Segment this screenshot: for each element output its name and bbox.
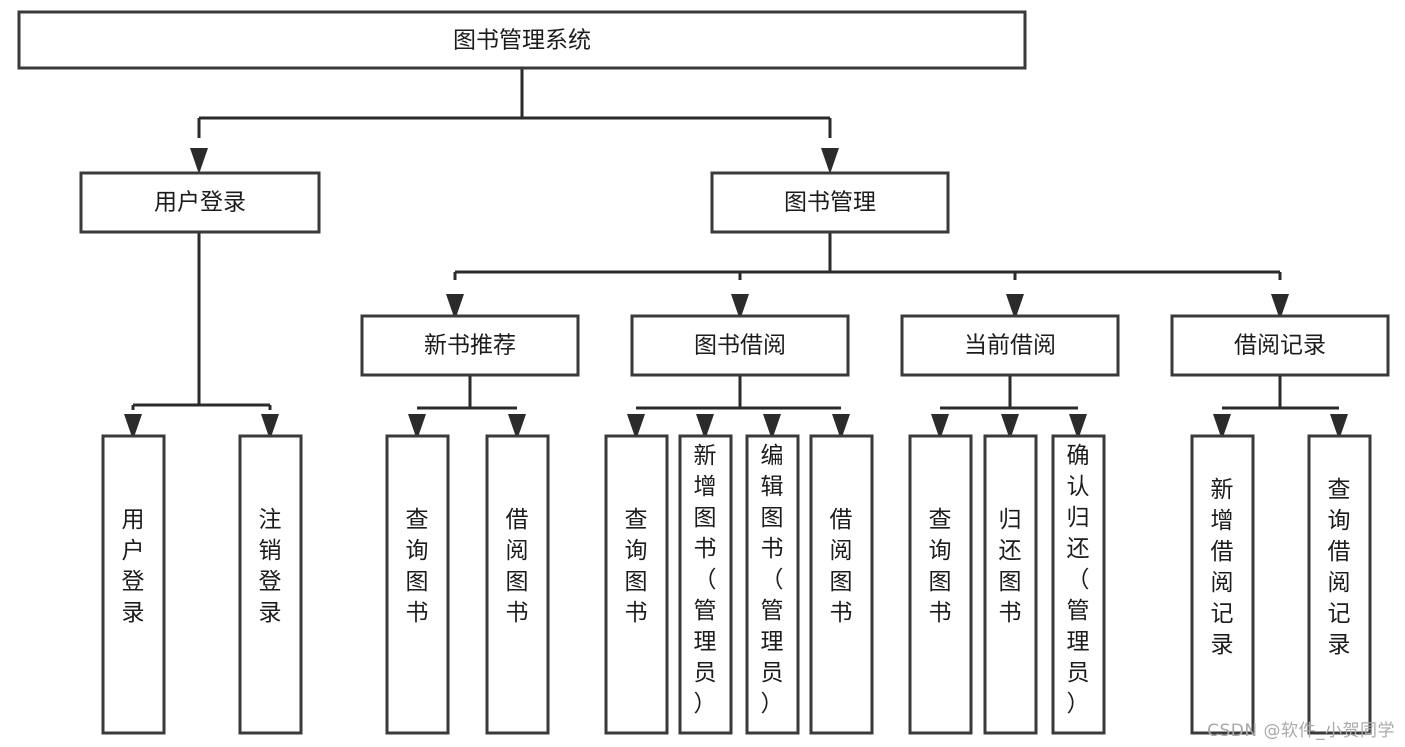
node-new-book-recommend-box[interactable]	[360, 314, 580, 377]
leaf-box[interactable]	[385, 434, 450, 735]
leaf-borrow-book-4[interactable]: 借阅图书	[809, 434, 874, 735]
connector-group-current-borrow	[931, 375, 1087, 440]
leaf-user-login-1[interactable]: 用户登录	[101, 434, 166, 735]
node-root-label: 图书管理系统	[453, 28, 591, 54]
leaf-current-borrow-2[interactable]: 归还图书	[983, 434, 1038, 735]
node-book-management-label: 图书管理	[784, 190, 876, 216]
connector-group-root	[190, 68, 839, 174]
leaf-box[interactable]	[908, 434, 973, 735]
node-user-login[interactable]: 用户登录	[79, 171, 321, 234]
leaf-borrow-book-1[interactable]: 查询图书	[604, 434, 669, 735]
leaf-label: 归还图书	[999, 507, 1022, 626]
leaf-label: 查询图书	[625, 507, 648, 626]
arrow-icon	[190, 148, 208, 174]
node-book-borrow-label: 图书借阅	[694, 333, 786, 359]
leaf-label: 新增图书（管理员）	[694, 443, 717, 717]
leaf-box[interactable]	[238, 434, 303, 735]
leaf-label: 查询图书	[406, 507, 429, 626]
leaf-borrow-book-2[interactable]: 新增图书（管理员）	[678, 434, 733, 735]
connector-group-new-book	[408, 375, 526, 440]
leaf-current-borrow-1[interactable]: 查询图书	[908, 434, 973, 735]
node-user-login-box[interactable]	[79, 171, 321, 234]
node-current-borrow[interactable]: 当前借阅	[900, 314, 1120, 377]
leaf-box[interactable]	[485, 434, 550, 735]
connector-group-borrow-book	[627, 375, 850, 440]
node-new-book-recommend[interactable]: 新书推荐	[360, 314, 580, 377]
leaf-label: 查询借阅记录	[1328, 477, 1351, 658]
leaf-new-book-1[interactable]: 查询图书	[385, 434, 450, 735]
node-root-box[interactable]	[17, 10, 1027, 70]
leaf-label: 确认归还（管理员）	[1067, 443, 1090, 717]
leaf-box[interactable]	[604, 434, 669, 735]
node-new-book-recommend-label: 新书推荐	[424, 333, 516, 359]
connector-group-book-mgmt	[446, 232, 1289, 320]
connector-group-user-login	[124, 232, 279, 440]
leaf-label: 新增借阅记录	[1211, 477, 1234, 658]
leaf-label: 用户登录	[122, 507, 145, 626]
leaf-box[interactable]	[745, 434, 800, 735]
node-book-management-box[interactable]	[710, 171, 950, 234]
leaf-current-borrow-3[interactable]: 确认归还（管理员）	[1051, 434, 1106, 735]
node-root[interactable]: 图书管理系统	[17, 10, 1027, 70]
leaf-borrow-record-2[interactable]: 查询借阅记录	[1307, 434, 1372, 735]
node-current-borrow-box[interactable]	[900, 314, 1120, 377]
leaf-label: 编辑图书（管理员）	[761, 443, 784, 717]
leaf-label: 借阅图书	[830, 507, 853, 626]
leaf-box[interactable]	[809, 434, 874, 735]
leaf-borrow-book-3[interactable]: 编辑图书（管理员）	[745, 434, 800, 735]
node-current-borrow-label: 当前借阅	[964, 333, 1056, 359]
connector-group-borrow-record	[1213, 375, 1348, 440]
arrow-icon	[821, 148, 839, 174]
node-book-borrow-box[interactable]	[630, 314, 850, 377]
leaf-box[interactable]	[1051, 434, 1106, 735]
node-borrow-record-label: 借阅记录	[1234, 333, 1326, 359]
leaf-box[interactable]	[1307, 434, 1372, 735]
node-borrow-record-box[interactable]	[1170, 314, 1390, 377]
leaf-new-book-2[interactable]: 借阅图书	[485, 434, 550, 735]
leaf-label: 查询图书	[929, 507, 952, 626]
node-book-management[interactable]: 图书管理	[710, 171, 950, 234]
leaf-borrow-record-1[interactable]: 新增借阅记录	[1190, 434, 1255, 735]
leaf-user-login-2[interactable]: 注销登录	[238, 434, 303, 735]
csdn-watermark: CSDN @软件_小贺同学	[1207, 721, 1395, 741]
leaf-label: 注销登录	[259, 507, 282, 626]
node-borrow-record[interactable]: 借阅记录	[1170, 314, 1390, 377]
node-book-borrow[interactable]: 图书借阅	[630, 314, 850, 377]
node-user-login-label: 用户登录	[154, 190, 246, 216]
leaf-box[interactable]	[101, 434, 166, 735]
leaf-box[interactable]	[983, 434, 1038, 735]
leaf-label: 借阅图书	[506, 507, 529, 626]
leaf-box[interactable]	[678, 434, 733, 735]
leaf-box[interactable]	[1190, 434, 1255, 735]
